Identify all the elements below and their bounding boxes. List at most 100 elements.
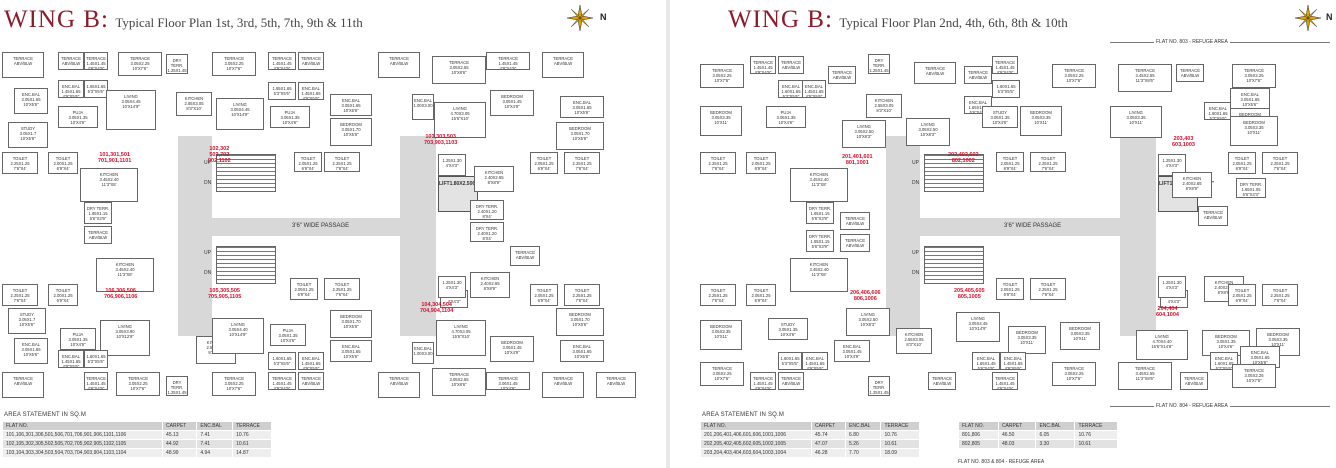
central-corridor-right	[1120, 136, 1156, 336]
room-dry-terr: DRY TERR.1.25X1.454'X4'9"	[166, 54, 188, 74]
staircase-upper	[216, 154, 276, 192]
table-cell: 10.76	[880, 430, 920, 440]
table-cell: 101,106,301,306,501,506,701,706,901,906,…	[1, 430, 164, 440]
table-cell: 6.80	[845, 430, 882, 440]
table-header: FLAT NO.	[958, 421, 999, 431]
table-cell: 47.07	[811, 439, 847, 449]
table-header: FLAT NO.	[1, 421, 164, 431]
floor-plan-drawing: 3'6" WIDE PASSAGEUPDNUPDNLIFT1.80X2.506'…	[0, 46, 666, 408]
floor-plan-drawing: 3'6" WIDE PASSAGEUPDNUPDNLIFT1.80X2.506'…	[670, 39, 1336, 409]
table-cell: 14.87	[232, 448, 272, 458]
table-row: 102,105,302,305,502,505,702,705,902,905,…	[1, 439, 272, 449]
plan-subtitle: Typical Floor Plan 2nd, 4th, 6th, 8th & …	[839, 15, 1068, 30]
table-header: CARPET	[997, 421, 1037, 431]
stair-direction-label: DN	[204, 270, 212, 276]
stair-direction-label: DN	[912, 180, 920, 186]
table-cell: 18.09	[880, 448, 920, 458]
table-cell: 45.13	[162, 430, 198, 440]
passage-label: 3'6" WIDE PASSAGE	[1004, 223, 1062, 229]
stair-direction-label: DN	[204, 180, 212, 186]
plan-subtitle: Typical Floor Plan 1st, 3rd, 5th, 7th, 9…	[115, 15, 363, 30]
panel-divider	[666, 0, 670, 468]
table-cell: 10.61	[880, 439, 920, 449]
table-cell: 48.99	[162, 448, 198, 458]
refuge-note: FLAT NO. 803 & 804 - REFUGE AREA	[958, 459, 1045, 465]
table-cell: 45.74	[811, 430, 847, 440]
right-title: WING B: Typical Floor Plan 2nd, 4th, 6th…	[728, 6, 1068, 34]
room-dry-terr: DRY TERR.1.25X1.454'X4'9"	[868, 54, 890, 74]
staircase-upper	[924, 154, 984, 192]
right-floor-plan-panel: WING B: Typical Floor Plan 2nd, 4th, 6th…	[670, 0, 1336, 468]
